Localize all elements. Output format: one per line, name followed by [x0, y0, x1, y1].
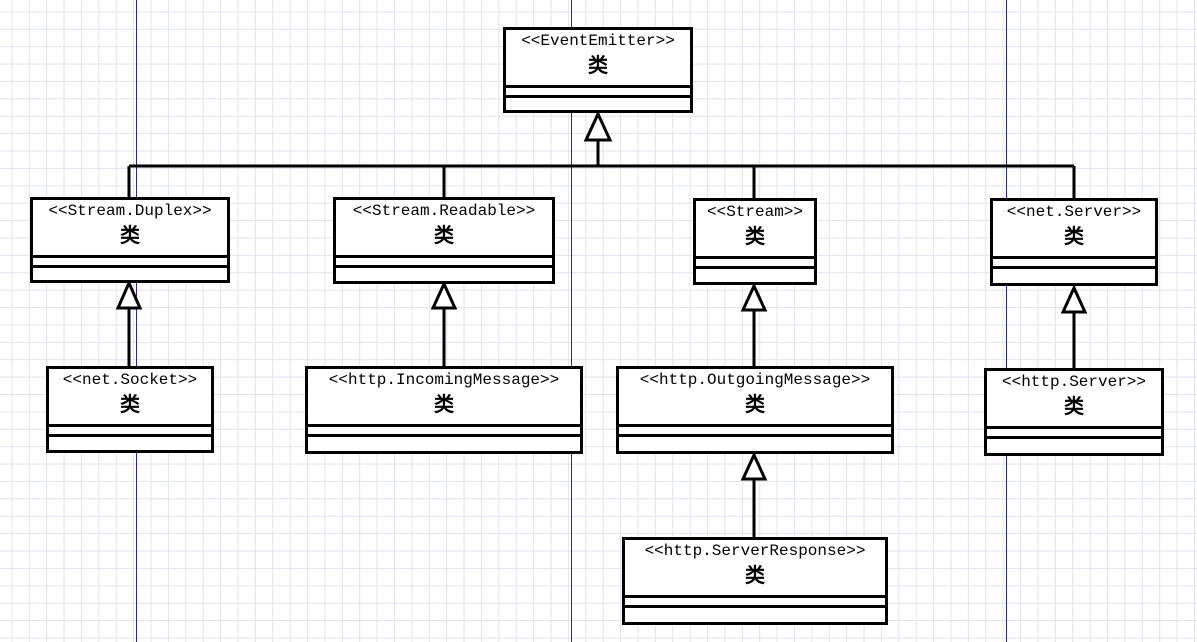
attributes-compartment-divider	[625, 595, 885, 598]
class-stereotype: <<http.Server>>	[1001, 373, 1147, 391]
attributes-compartment-divider	[619, 424, 891, 427]
operations-compartment-divider	[49, 434, 211, 437]
operations-compartment-divider	[336, 265, 552, 268]
operations-compartment-divider	[33, 265, 227, 268]
class-name: 类	[745, 224, 765, 248]
generalization-arrowhead	[740, 451, 768, 481]
generalization-arrowhead	[583, 110, 613, 142]
attributes-compartment-divider	[993, 256, 1155, 259]
attributes-compartment-divider	[506, 85, 690, 88]
class-stereotype: <<EventEmitter>>	[521, 32, 675, 50]
class-stereotype: <<http.ServerResponse>>	[644, 542, 866, 560]
class-net-server[interactable]: <<net.Server>> 类	[990, 198, 1158, 286]
attributes-compartment-divider	[308, 424, 580, 427]
class-name: 类	[120, 392, 140, 416]
class-name: 类	[434, 392, 454, 416]
operations-compartment-divider	[993, 266, 1155, 269]
class-stereotype: <<net.Server>>	[1006, 203, 1142, 221]
generalization-arrowhead	[115, 279, 143, 310]
class-stereotype: <<http.OutgoingMessage>>	[639, 371, 871, 389]
generalization-arrowhead	[430, 280, 458, 310]
class-stereotype: <<Stream.Readable>>	[352, 202, 536, 220]
attributes-compartment-divider	[696, 256, 814, 259]
attributes-compartment-divider	[987, 426, 1161, 429]
class-stream-duplex[interactable]: <<Stream.Duplex>> 类	[30, 197, 230, 283]
class-stereotype: <<Stream.Duplex>>	[48, 202, 212, 220]
operations-compartment-divider	[696, 266, 814, 269]
page-break-line	[1006, 0, 1007, 642]
page-break-line	[571, 0, 572, 642]
class-name: 类	[120, 223, 140, 247]
class-stereotype: <<http.IncomingMessage>>	[328, 371, 560, 389]
class-stream-readable[interactable]: <<Stream.Readable>> 类	[333, 197, 555, 284]
class-http-server-response[interactable]: <<http.ServerResponse>> 类	[622, 537, 888, 625]
class-stream[interactable]: <<Stream>> 类	[693, 198, 817, 285]
class-name: 类	[745, 563, 765, 587]
class-http-outgoing-message[interactable]: <<http.OutgoingMessage>> 类	[616, 366, 894, 454]
page-break-line	[136, 0, 137, 642]
generalization-arrowhead	[740, 282, 768, 312]
class-name: 类	[1064, 224, 1084, 248]
class-name: 类	[745, 392, 765, 416]
class-stereotype: <<net.Socket>>	[62, 371, 198, 389]
class-stereotype: <<Stream>>	[706, 203, 803, 221]
class-net-socket[interactable]: <<net.Socket>> 类	[46, 366, 214, 453]
attributes-compartment-divider	[33, 255, 227, 258]
class-http-server[interactable]: <<http.Server>> 类	[984, 368, 1164, 456]
class-name: 类	[588, 53, 608, 77]
class-http-incoming-message[interactable]: <<http.IncomingMessage>> 类	[305, 366, 583, 454]
class-name: 类	[1064, 394, 1084, 418]
class-event-emitter[interactable]: <<EventEmitter>> 类	[503, 27, 693, 113]
operations-compartment-divider	[506, 95, 690, 98]
attributes-compartment-divider	[336, 255, 552, 258]
operations-compartment-divider	[625, 605, 885, 608]
generalization-arrowhead	[1060, 284, 1088, 314]
operations-compartment-divider	[308, 434, 580, 437]
operations-compartment-divider	[987, 436, 1161, 439]
attributes-compartment-divider	[49, 424, 211, 427]
class-name: 类	[434, 223, 454, 247]
operations-compartment-divider	[619, 434, 891, 437]
